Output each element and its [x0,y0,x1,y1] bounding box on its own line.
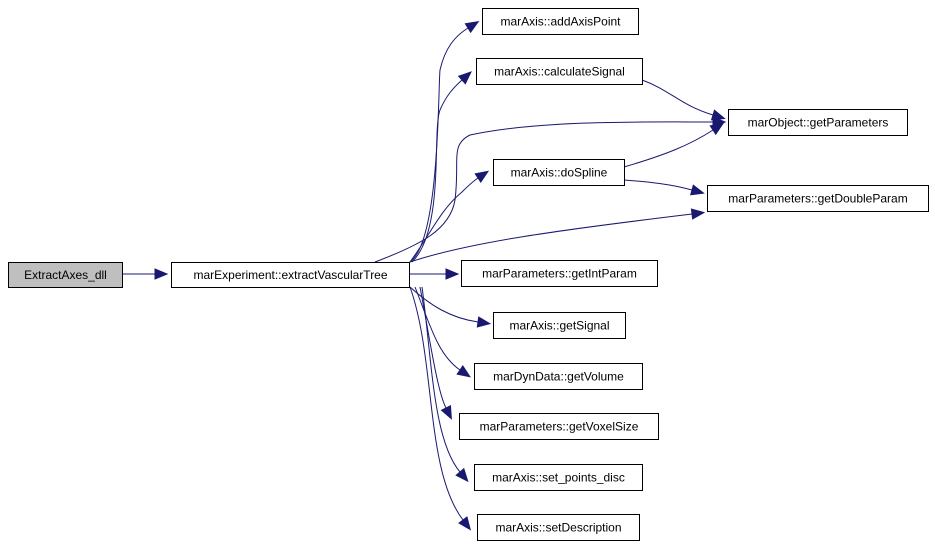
edge-arrowhead [690,208,706,220]
edge-line [419,286,447,409]
edge-arrowhead [464,21,480,34]
node-box [171,262,410,288]
node-extractvasculartree[interactable]: marExperiment::extractVascularTree [171,262,410,288]
node-box [474,464,643,491]
edge-arrowhead [458,516,472,531]
edge-arrowhead [690,184,705,196]
edge-extractvasculartree-to-calculatesignal [411,71,472,263]
edge-extractvasculartree-to-getparameters [374,116,727,263]
edge-arrowhead [456,364,471,378]
edge-line [414,286,461,371]
node-getdoubleparam[interactable]: marParameters::getDoubleParam [707,185,929,212]
edge-arrowhead [455,467,469,483]
edge-line [409,27,469,263]
edge-arrowhead [445,268,460,280]
edge-extractaxes_dll-to-extractvasculartree [122,268,169,280]
edge-arrowhead [474,170,490,184]
node-getintparam[interactable]: marParameters::getIntParam [461,260,658,287]
edge-line [409,213,693,263]
node-label: ExtractAxes_dll [24,268,107,282]
node-getvoxelsize[interactable]: marParameters::getVoxelSize [459,413,659,440]
node-label: marDynData::getVolume [493,370,624,384]
edge-extractvasculartree-to-getvolume [414,286,471,378]
edge-line [409,286,479,323]
node-box [477,514,640,541]
nodes-layer: ExtractAxes_dll marExperiment::extractVas… [8,8,929,541]
edge-arrowhead [440,404,452,420]
edge-arrowhead [710,109,726,121]
node-label: marAxis::set_points_disc [492,471,625,485]
node-label: marAxis::addAxisPoint [500,15,621,29]
node-box [482,8,639,35]
node-getvolume[interactable]: marDynData::getVolume [474,363,643,390]
edge-calculatesignal-to-getparameters [641,79,726,121]
node-label: marAxis::setDescription [495,521,621,535]
edge-extractvasculartree-to-set_points_disc [421,286,469,483]
node-setdescription[interactable]: marAxis::setDescription [477,514,640,541]
edge-extractvasculartree-to-dospline [409,170,490,263]
edge-line [409,286,464,521]
node-addaxispoint[interactable]: marAxis::addAxisPoint [482,8,639,35]
edge-line [641,79,714,116]
node-box [461,260,658,287]
node-label: marParameters::getVoxelSize [480,420,639,434]
edge-arrowhead [154,268,169,280]
node-label: marAxis::calculateSignal [494,65,625,79]
node-box [493,312,626,339]
edge-arrowhead [457,71,472,85]
node-box [8,262,123,288]
edge-line [411,79,463,263]
edge-extractvasculartree-to-setdescription [409,286,472,531]
node-box [728,109,908,136]
node-calculatesignal[interactable]: marAxis::calculateSignal [476,58,643,85]
edge-extractvasculartree-to-getsignal [409,286,492,328]
edge-extractvasculartree-to-getvoxelsize [419,286,452,420]
edge-extractvasculartree-to-getdoubleparam [409,208,706,263]
node-box [707,185,929,212]
node-getsignal[interactable]: marAxis::getSignal [493,312,626,339]
edge-line [409,177,479,263]
node-label: marParameters::getIntParam [482,267,637,281]
node-getparameters[interactable]: marObject::getParameters [728,109,908,136]
edge-arrowhead [709,122,725,136]
node-set_points_disc[interactable]: marAxis::set_points_disc [474,464,643,491]
node-box [493,159,625,186]
node-label: marParameters::getDoubleParam [728,192,907,206]
edge-dospline-to-getparameters [623,122,725,168]
node-label: marAxis::doSpline [511,166,608,180]
node-box [459,413,659,440]
edges-layer [122,21,727,531]
edge-line [623,179,693,191]
edge-line [421,286,461,473]
node-dospline[interactable]: marAxis::doSpline [493,159,625,186]
edge-dospline-to-getdoubleparam [623,179,705,196]
edge-arrowhead [476,316,492,328]
node-box [474,363,643,390]
edge-line [623,129,714,168]
edge-extractvasculartree-to-addaxispoint [409,21,480,263]
edge-line [374,121,714,263]
edge-extractvasculartree-to-getintparam [409,268,460,280]
node-label: marExperiment::extractVascularTree [193,268,387,282]
node-box [476,58,643,85]
node-label: marObject::getParameters [748,116,889,130]
node-label: marAxis::getSignal [509,319,609,333]
node-extractaxes_dll[interactable]: ExtractAxes_dll [8,262,123,288]
